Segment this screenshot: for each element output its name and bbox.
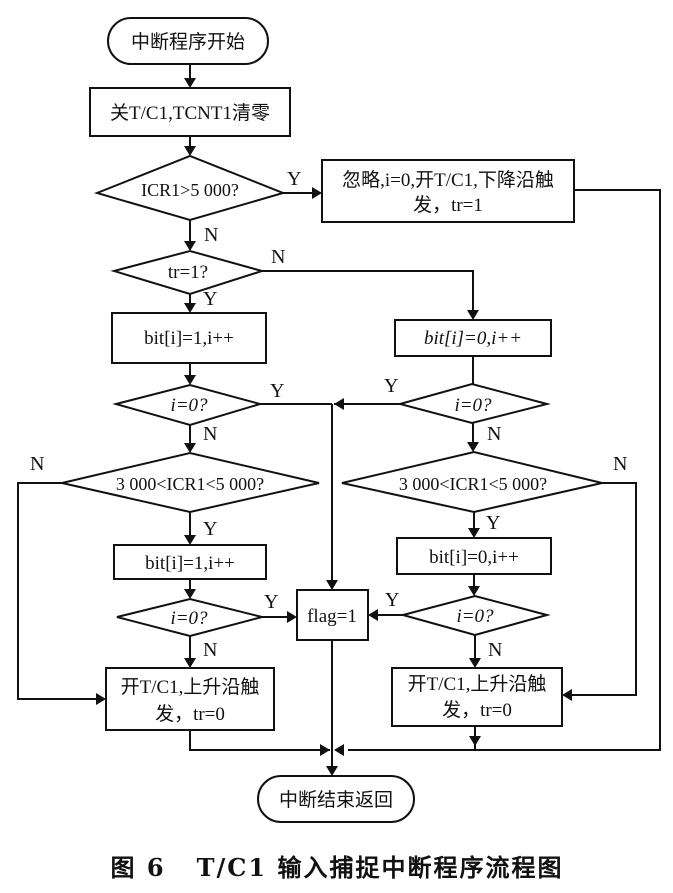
right-bit0-label: bit[i]=0,i++ <box>424 328 522 349</box>
arrow-down <box>184 375 196 385</box>
arrow-left <box>334 744 344 756</box>
arrow-down <box>184 146 196 156</box>
branch-no-label: N <box>487 423 501 445</box>
left-i0-label: i=0? <box>170 395 208 416</box>
right-rise-box <box>391 667 563 727</box>
left-range-diamond <box>61 451 320 514</box>
branch-yes-label: Y <box>385 589 399 611</box>
branch-yes-label: Y <box>384 375 398 397</box>
flag-box <box>296 589 369 641</box>
ignore-label-line2: 发，tr=1 <box>413 194 483 216</box>
left-bit1-box <box>111 312 267 364</box>
right-rise-label-line1: 开T/C1,上升沿触 <box>408 673 547 695</box>
arrow-down <box>184 589 196 599</box>
arrow-left <box>334 398 344 410</box>
arrow-right <box>312 187 322 199</box>
end-label: 中断结束返回 <box>279 789 393 811</box>
figure-caption: 图 6 T/C1 输入捕捉中断程序流程图 <box>111 853 564 882</box>
arrow-down <box>184 241 196 251</box>
branch-yes-label: Y <box>486 512 500 534</box>
start-label: 中断程序开始 <box>131 31 245 53</box>
right-range-label: 3 000<ICR1<5 000? <box>399 474 547 494</box>
ignore-label-line1: 忽略,i=0,开T/C1,下降沿触 <box>342 169 554 191</box>
left-i0b-label: i=0? <box>170 608 208 629</box>
left-bit1b-label: bit[i]=1,i++ <box>145 553 235 574</box>
right-i0-diamond <box>396 382 551 425</box>
arrowheads <box>96 78 572 776</box>
arrow-left <box>562 689 572 701</box>
arrow-down <box>468 586 480 596</box>
right-i0b-label: i=0? <box>456 606 494 627</box>
start-terminal <box>107 17 269 65</box>
flag-label: flag=1 <box>307 606 357 627</box>
arrow-down <box>467 442 479 452</box>
arrow-down <box>184 78 196 88</box>
ignore-box <box>321 159 575 223</box>
arrow-right <box>96 693 106 705</box>
arrow-down <box>184 658 196 668</box>
branch-yes-label: Y <box>203 288 217 310</box>
stop-timer-box <box>89 87 291 137</box>
branch-yes-label: Y <box>203 518 217 540</box>
branch-no-label: N <box>271 246 285 268</box>
left-rise-box <box>105 667 275 731</box>
arrow-right <box>287 611 297 623</box>
arrow-right <box>320 744 330 756</box>
right-bit0b-label: bit[i]=0,i++ <box>429 547 519 568</box>
right-rise-label-line2: 发，tr=0 <box>442 699 512 721</box>
connectors <box>17 64 661 774</box>
arrow-down <box>326 766 338 776</box>
arrow-down <box>326 580 338 590</box>
arrow-down <box>468 528 480 538</box>
right-i0b-diamond <box>399 594 551 637</box>
arrow-down <box>184 303 196 313</box>
arrow-down <box>184 443 196 453</box>
branch-yes-label: Y <box>270 380 284 402</box>
branch-no-label: N <box>30 453 44 475</box>
check-icr-gt-label: ICR1>5 000? <box>141 180 239 200</box>
arrow-down <box>184 535 196 545</box>
branch-no-label: N <box>488 639 502 661</box>
end-terminal <box>257 775 415 823</box>
stop-timer-label: 关T/C1,TCNT1清零 <box>110 102 270 124</box>
branch-no-label: N <box>204 224 218 246</box>
left-rise-label-line2: 发，tr=0 <box>155 703 225 725</box>
branch-no-label: N <box>203 423 217 445</box>
left-rise-label-line1: 开T/C1,上升沿触 <box>121 676 260 698</box>
branch-yes-label: Y <box>287 168 301 190</box>
arrow-down <box>467 310 479 320</box>
branch-yes-label: Y <box>264 591 278 613</box>
arrow-down <box>469 736 481 746</box>
left-bit1-label: bit[i]=1,i++ <box>144 328 234 349</box>
left-range-label: 3 000<ICR1<5 000? <box>116 474 264 494</box>
branch-no-label: N <box>613 453 627 475</box>
arrow-left <box>368 609 378 621</box>
check-tr-label: tr=1? <box>168 262 208 283</box>
branch-no-label: N <box>203 639 217 661</box>
right-i0-label: i=0? <box>454 395 492 416</box>
arrow-down <box>469 658 481 668</box>
